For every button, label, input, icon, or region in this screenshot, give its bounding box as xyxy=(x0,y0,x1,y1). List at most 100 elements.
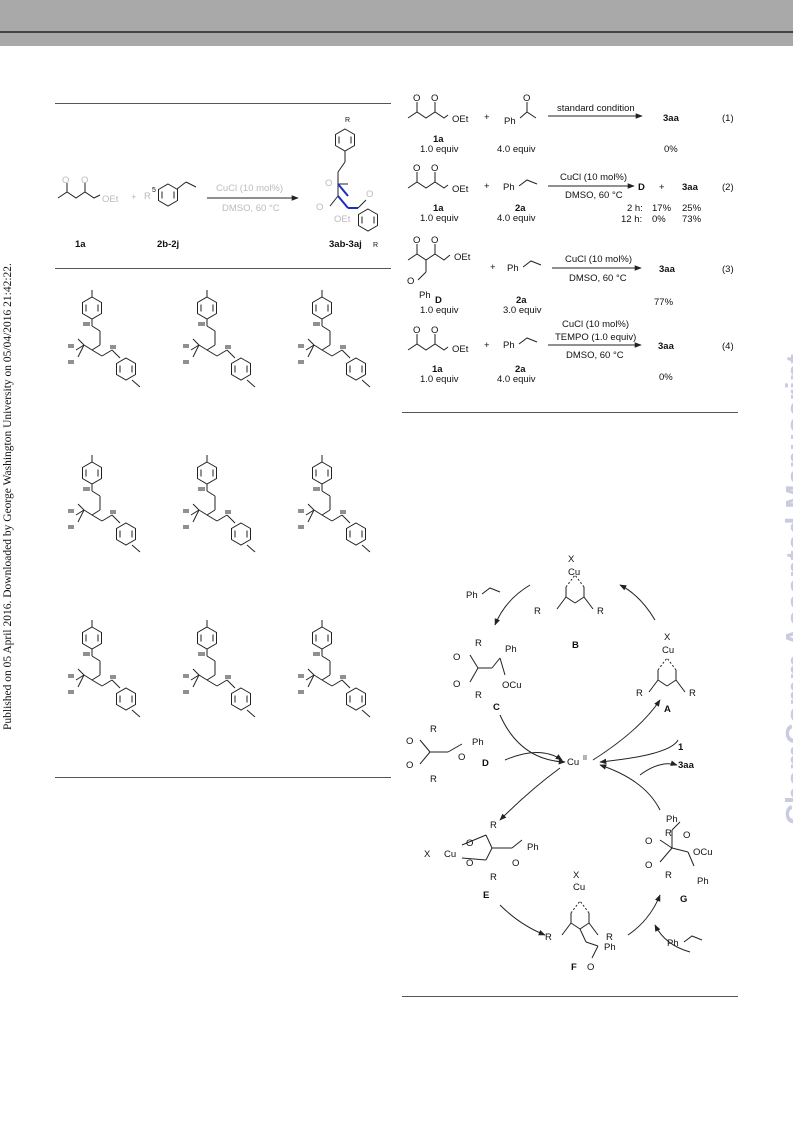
svg-text:R: R xyxy=(144,191,151,202)
cu-label: Cu xyxy=(573,882,585,893)
o-label: O xyxy=(406,760,413,771)
product-structure xyxy=(298,620,370,717)
r-label: R xyxy=(490,872,497,883)
product-3ab-3aj-label: 3ab-3aj xyxy=(329,239,362,250)
scheme2-catalyst: CuCl (10 mol%) xyxy=(216,183,283,194)
label-A: A xyxy=(664,704,671,715)
ph-label: Ph xyxy=(466,590,478,601)
r-label: R xyxy=(597,606,604,617)
r-label: R xyxy=(430,724,437,735)
product-structure xyxy=(183,290,255,387)
r-label: R xyxy=(490,820,497,831)
control-2-product-d: D xyxy=(638,182,645,193)
svg-text:O: O xyxy=(431,235,438,246)
label-B: B xyxy=(572,640,579,651)
svg-text:O: O xyxy=(413,325,420,336)
journal-header-bar xyxy=(0,0,793,46)
r-label: R xyxy=(665,828,672,839)
ocu-label: OCu xyxy=(693,847,713,858)
o-label: O xyxy=(466,858,473,869)
control-3-partner-equiv: 3.0 equiv xyxy=(503,305,542,316)
control-1-product: 3aa xyxy=(663,113,680,124)
scheme3-bottom-rule xyxy=(402,412,738,413)
svg-text:+: + xyxy=(490,262,496,273)
ph-label: Ph xyxy=(419,290,431,301)
control-4-sm-label: 1a xyxy=(432,364,443,375)
control-1-sm-label: 1a xyxy=(433,134,444,145)
control-3-sm-label: D xyxy=(435,295,442,306)
r-label: R xyxy=(545,932,552,943)
control-2-time-row-2: 12 h: xyxy=(621,214,642,225)
control-3-conditions: DMSO, 60 °C xyxy=(569,273,627,284)
svg-text:O: O xyxy=(413,93,420,104)
scheme2-bottom-rule xyxy=(55,777,391,778)
styrene-reagent: Ph xyxy=(466,587,501,601)
equation-number-2: (2) xyxy=(722,182,734,193)
x-label: X xyxy=(664,632,671,643)
o-label: O xyxy=(406,736,413,747)
product-structure xyxy=(298,455,370,552)
control-2-sm-equiv: 1.0 equiv xyxy=(420,213,459,224)
ph-label: Ph xyxy=(505,644,517,655)
o-label: O xyxy=(466,838,473,849)
product-structure xyxy=(183,455,255,552)
cycle-center-oxidation-state: II xyxy=(583,755,587,762)
cycle-center-cu: Cu xyxy=(567,757,579,768)
control-experiment-4: O O OEt + Ph CuCl (10 mol%) TEMPO (1.0 e… xyxy=(407,319,734,385)
control-1-yield: 0% xyxy=(664,144,678,155)
cu-label: Cu xyxy=(444,849,456,860)
ph-label: Ph xyxy=(666,814,678,825)
scheme4-bottom-rule xyxy=(402,996,738,997)
cycle-output-3aa: 3aa xyxy=(678,760,695,771)
svg-text:+: + xyxy=(131,192,137,203)
ph-label: Ph xyxy=(472,737,484,748)
intermediate-C: O R O R Ph OCu C xyxy=(453,638,522,713)
scheme2-top-rule xyxy=(55,103,391,104)
control-1-reagent: standard condition xyxy=(557,103,635,114)
svg-text:O: O xyxy=(413,163,420,174)
ph-label: Ph xyxy=(527,842,539,853)
svg-text:+: + xyxy=(484,181,490,192)
svg-text:O: O xyxy=(523,93,530,104)
control-3-yield: 77% xyxy=(654,297,674,308)
r-label: R xyxy=(689,688,696,699)
styrene-2b-structure: R 5 xyxy=(144,181,197,207)
product-structure-grid xyxy=(68,290,370,717)
ph-label: Ph xyxy=(503,340,515,351)
svg-text:O: O xyxy=(366,189,373,200)
control-experiment-3: O O OEt O Ph + Ph CuCl (10 mol%) DMSO, 6… xyxy=(407,235,734,316)
o-label: O xyxy=(453,679,460,690)
control-2-conditions: DMSO, 60 °C xyxy=(565,190,623,201)
intermediate-A: X Cu R R A xyxy=(636,632,696,715)
svg-text:O: O xyxy=(62,175,69,186)
x-label: X xyxy=(573,870,580,881)
product-structure xyxy=(298,290,370,387)
x-label: X xyxy=(568,554,575,565)
o-label: O xyxy=(458,752,465,763)
r-label: R xyxy=(475,638,482,649)
ph-label: Ph xyxy=(504,116,516,127)
svg-text:OEt: OEt xyxy=(452,184,469,195)
control-1-partner-equiv: 4.0 equiv xyxy=(497,144,536,155)
r-label: R xyxy=(534,606,541,617)
intermediate-F: X Cu R R Ph O F xyxy=(545,870,616,973)
equation-number-4: (4) xyxy=(722,341,734,352)
svg-text:O: O xyxy=(407,276,414,287)
ph-label: Ph xyxy=(667,938,679,949)
r-label: R xyxy=(665,870,672,881)
o-label: O xyxy=(453,652,460,663)
ph-label: Ph xyxy=(697,876,709,887)
product-structure xyxy=(68,290,140,387)
svg-text:+: + xyxy=(484,112,490,123)
svg-text:O: O xyxy=(316,202,323,213)
control-2-product: 3aa xyxy=(682,182,699,193)
control-experiment-2: O O OEt + Ph CuCl (10 mol%) DMSO, 60 °C … xyxy=(407,163,734,225)
control-2-catalyst: CuCl (10 mol%) xyxy=(560,172,627,183)
control-2-partner-label: 2a xyxy=(515,203,526,214)
label-C: C xyxy=(493,702,500,713)
x-label: X xyxy=(424,849,431,860)
cu-label: Cu xyxy=(568,567,580,578)
label-G: G xyxy=(680,894,687,905)
ph-label: Ph xyxy=(604,942,616,953)
